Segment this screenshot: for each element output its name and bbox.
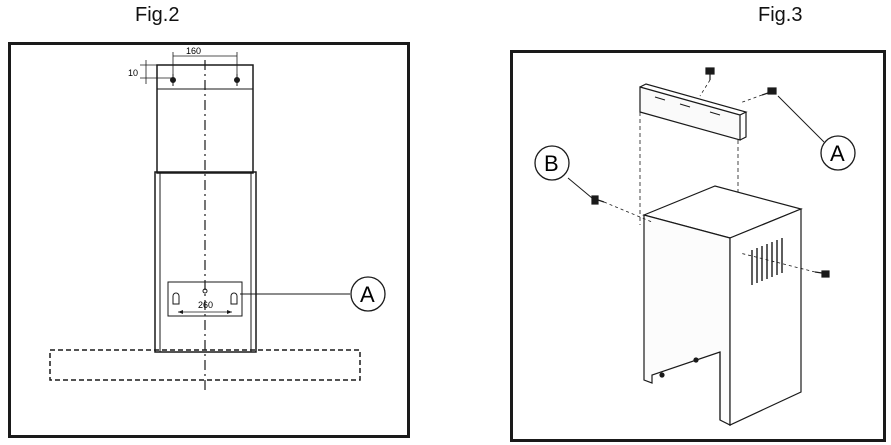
fig3-left-screw-path — [603, 201, 653, 223]
fig3-top-screw-1-path — [699, 79, 711, 97]
fig2-dim-10: 10 — [128, 68, 138, 78]
fig2-top-screw-right — [234, 74, 240, 86]
fig2-bracket — [167, 281, 243, 317]
fig3-bracket — [639, 86, 741, 141]
fig3-chimney-left-face — [643, 214, 731, 426]
fig2-callout-a: A — [360, 282, 375, 307]
fig3-bracket-slot-1 — [654, 96, 666, 101]
fig3-bracket-slot-2 — [679, 103, 691, 108]
fig3-bracket-edge — [639, 83, 748, 116]
fig2-hood-outline — [49, 349, 361, 381]
fig3-callout-b: B — [544, 151, 559, 176]
fig3-callout-a-circle — [820, 135, 856, 171]
fig3-right-screw-path — [739, 252, 816, 273]
fig3-top-screw-2 — [761, 87, 777, 96]
fig3-callout-a-leader — [777, 95, 825, 143]
fig3-title: Fig.3 — [758, 4, 803, 26]
fig2-dim-260: 260 — [198, 300, 213, 310]
fig3-chimney-right-face — [729, 208, 802, 426]
fig3-right-screw — [814, 270, 830, 278]
fig2-panel — [8, 42, 410, 438]
fig3-top-screw-1 — [705, 67, 715, 80]
fig2-drawing — [49, 52, 386, 390]
fig3-left-screw — [591, 195, 605, 205]
fig2-bracket-center-hole — [202, 288, 208, 294]
fig3-callout-b-leader — [567, 177, 593, 199]
fig2-title: Fig.2 — [135, 4, 180, 26]
fig3-bracket-slot-3 — [709, 111, 721, 116]
fig3-drawing — [534, 67, 856, 426]
fig3-top-screw-2-path — [739, 94, 763, 104]
fig3-bottom-screw-1 — [693, 357, 699, 363]
fig3-callout-a: A — [830, 141, 845, 166]
fig2-dim-160: 160 — [186, 46, 201, 56]
fig2-bracket-screw-left — [172, 292, 180, 305]
fig3-callout-b-circle — [534, 145, 570, 181]
fig2-lower-chimney — [154, 171, 257, 353]
fig2-top-screw-left — [170, 74, 176, 86]
fig3-vents — [751, 238, 783, 285]
fig2-callout-a-circle — [350, 276, 386, 312]
fig2-bracket-screw-right — [230, 292, 238, 305]
fig3-bottom-screw-2 — [659, 372, 665, 378]
fig3-bracket-side — [739, 112, 747, 141]
